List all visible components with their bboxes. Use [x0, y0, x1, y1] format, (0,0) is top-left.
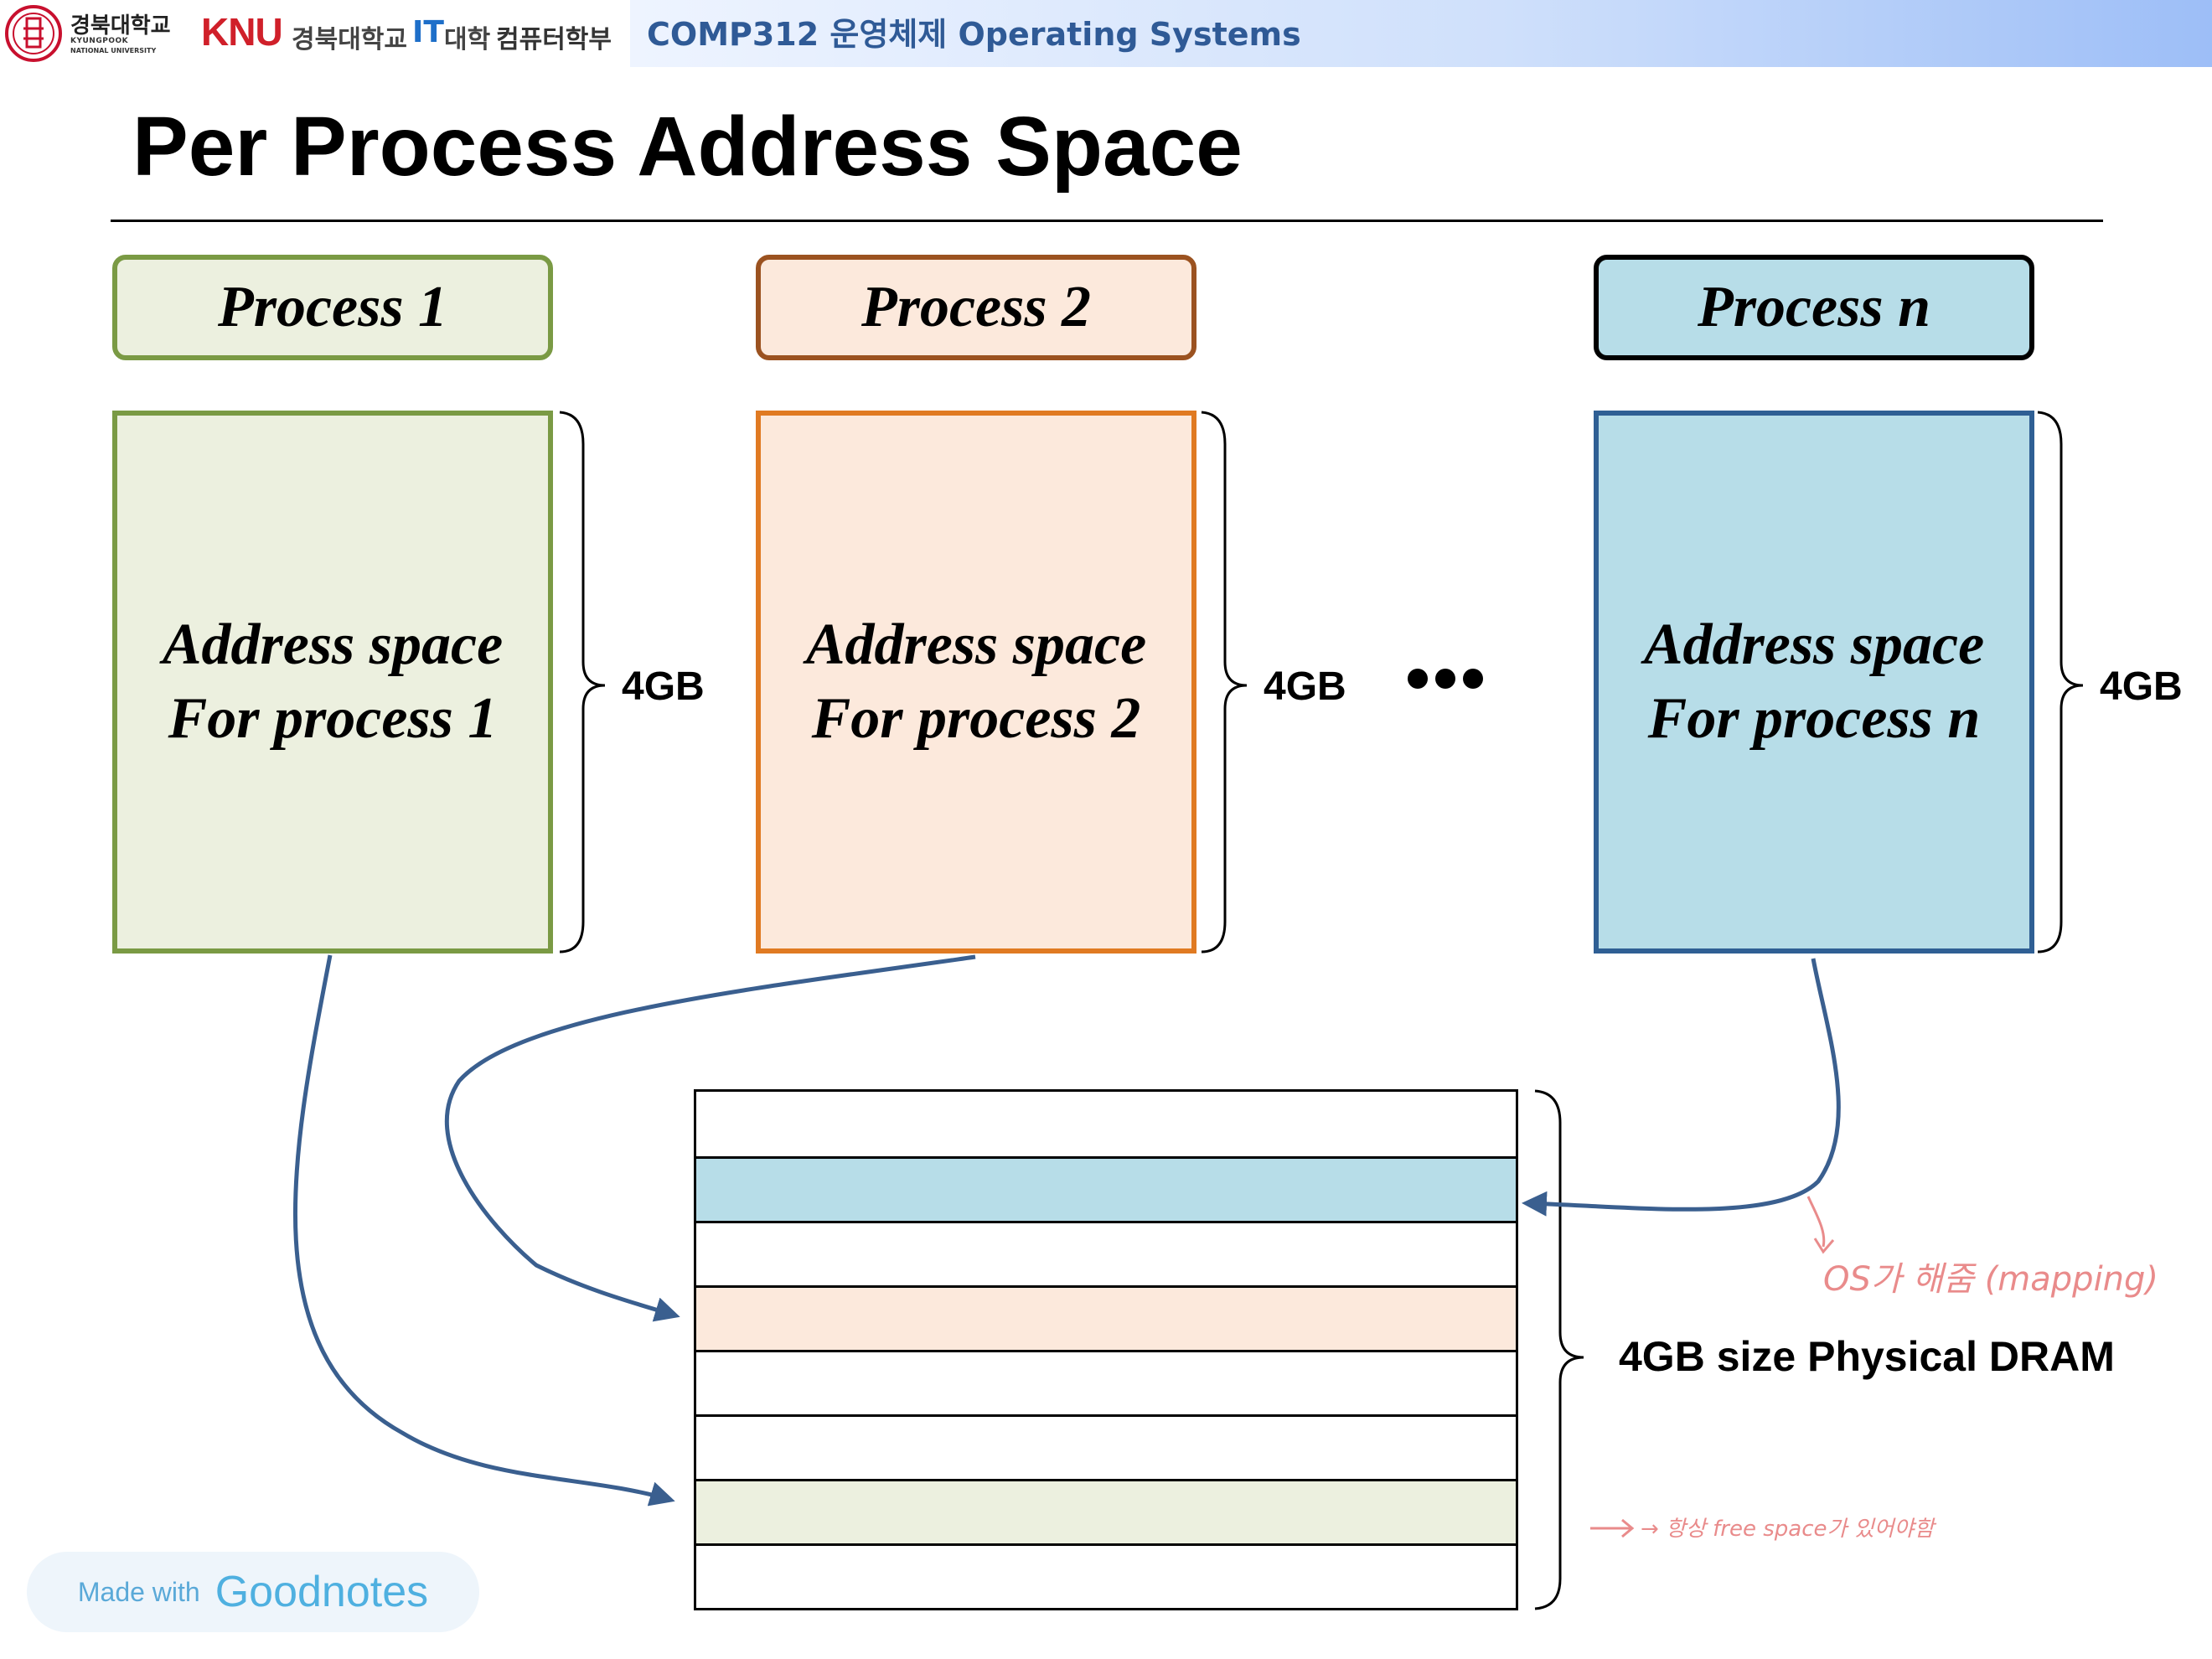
- university-name-en-1: KYUNGPOOK: [70, 37, 129, 45]
- title-divider: [111, 220, 2103, 222]
- arrow-process-2-to-dram: [444, 954, 976, 1322]
- university-name-ko: 경북대학교: [70, 13, 171, 39]
- university-emblem-icon: [5, 5, 62, 62]
- annotation-pointer: [1806, 1196, 1826, 1248]
- dram-row: [696, 1092, 1516, 1156]
- process-1-label: Process 1: [112, 255, 553, 360]
- dram-row: [696, 1350, 1516, 1414]
- brace-dram: [1534, 1089, 1584, 1610]
- annotation-pointer-head: [1813, 1238, 1835, 1254]
- address-space-process-1: Address space For process 1: [112, 411, 553, 954]
- course-title: COMP312 운영체제 Operating Systems: [647, 16, 1301, 53]
- address-space-process-n: Address space For process n: [1594, 411, 2034, 954]
- address-space-process-2: Address space For process 2: [756, 411, 1196, 954]
- watermark-made-with: Made with: [77, 1576, 200, 1607]
- size-label-process-n: 4GB: [2100, 664, 2183, 709]
- brace-process-1: [559, 411, 606, 954]
- mapping-note: OS가 해줌 (mapping): [1823, 1260, 2159, 1299]
- department-name: 컴퓨터학부: [496, 25, 612, 54]
- process-2-label: Process 2: [756, 255, 1196, 360]
- goodnotes-watermark: Made with Goodnotes: [27, 1552, 479, 1632]
- size-label-process-1: 4GB: [622, 664, 705, 709]
- dram-row: [696, 1221, 1516, 1285]
- brace-process-n: [2037, 411, 2084, 954]
- size-label-process-2: 4GB: [1264, 664, 1346, 709]
- address-space-line-1: Address space: [1643, 612, 1985, 677]
- ellipsis-icon: [1408, 669, 1491, 692]
- address-space-line-2: For process 1: [168, 686, 498, 751]
- address-space-line-2: For process 2: [811, 686, 1141, 751]
- university-name-en-2: NATIONAL UNIVERSITY: [70, 47, 157, 54]
- arrow-process-n-to-dram: [1522, 958, 1841, 1217]
- dram-row: [696, 1479, 1516, 1543]
- free-note-arrow: [1590, 1518, 1635, 1538]
- physical-dram: [694, 1089, 1518, 1610]
- it-mark: IT: [412, 15, 444, 49]
- slide-title: Per Process Address Space: [132, 100, 1243, 194]
- address-space-line-1: Address space: [805, 612, 1147, 677]
- dram-row: [696, 1543, 1516, 1608]
- free-space-note: → 항상 free space가 있어야함: [1641, 1517, 1935, 1542]
- address-space-line-2: For process n: [1647, 686, 1981, 751]
- address-space-line-1: Address space: [162, 612, 504, 677]
- header-band: [630, 0, 2212, 67]
- watermark-brand: Goodnotes: [214, 1568, 429, 1616]
- knu-logo: KNU: [201, 10, 283, 54]
- dram-label: 4GB size Physical DRAM: [1619, 1333, 2115, 1380]
- dram-row: [696, 1156, 1516, 1221]
- brace-process-2: [1201, 411, 1248, 954]
- college-name-prefix: 경북대학교: [292, 25, 407, 54]
- arrow-process-1-to-dram: [292, 954, 675, 1507]
- dram-row: [696, 1414, 1516, 1479]
- process-n-label: Process n: [1594, 255, 2034, 360]
- dram-row: [696, 1285, 1516, 1350]
- college-name-suffix: 대학: [444, 25, 491, 54]
